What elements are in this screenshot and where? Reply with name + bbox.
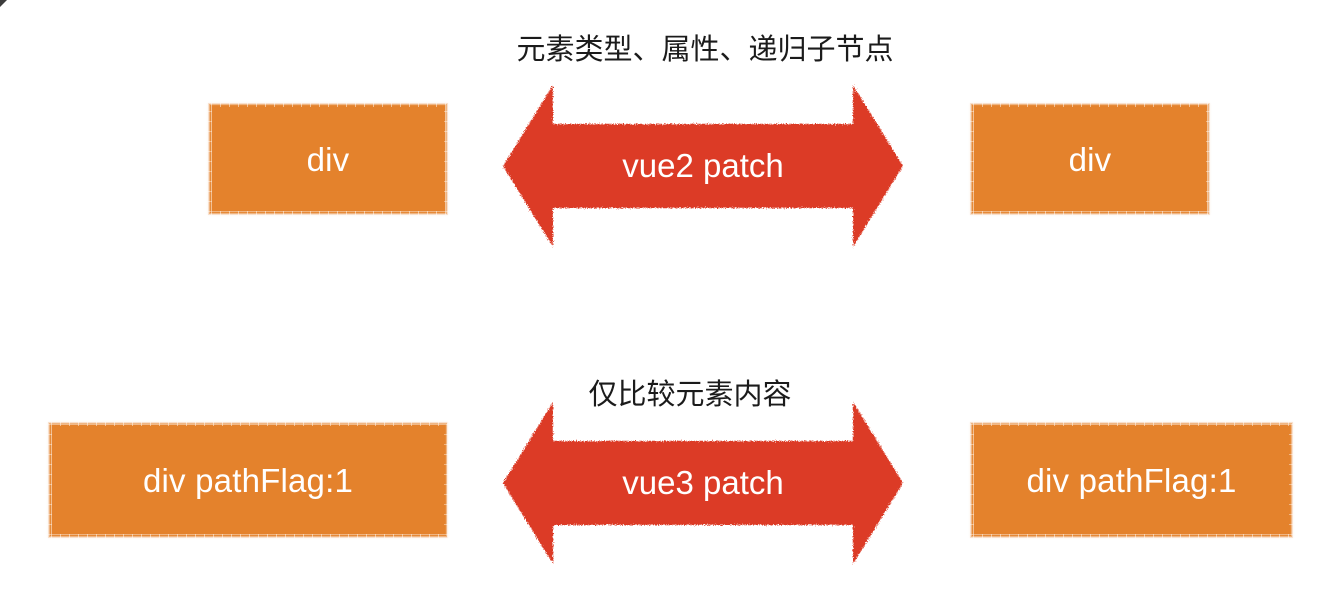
node-box-vue3-right: div pathFlag:1 <box>973 425 1290 535</box>
bidirectional-arrow-icon <box>503 402 903 564</box>
arrow-vue3-patch: vue3 patch <box>501 399 905 567</box>
node-box-vue3-right-label: div pathFlag:1 <box>1026 461 1237 499</box>
node-box-vue3-left: div pathFlag:1 <box>51 425 445 535</box>
caption-vue3: 仅比较元素内容 <box>588 379 792 411</box>
node-box-vue3-left-label: div pathFlag:1 <box>142 461 354 499</box>
node-box-vue2-right: div <box>973 106 1207 212</box>
corner-mark-icon <box>0 0 7 7</box>
bidirectional-arrow-icon <box>503 85 903 247</box>
node-box-vue2-left-label: div <box>306 140 350 178</box>
node-box-vue2-right-label: div <box>1068 140 1112 178</box>
node-box-vue2-left: div <box>211 106 445 212</box>
arrow-vue2-patch: vue2 patch <box>501 82 905 250</box>
caption-vue2: 元素类型、属性、递归子节点 <box>516 34 894 66</box>
